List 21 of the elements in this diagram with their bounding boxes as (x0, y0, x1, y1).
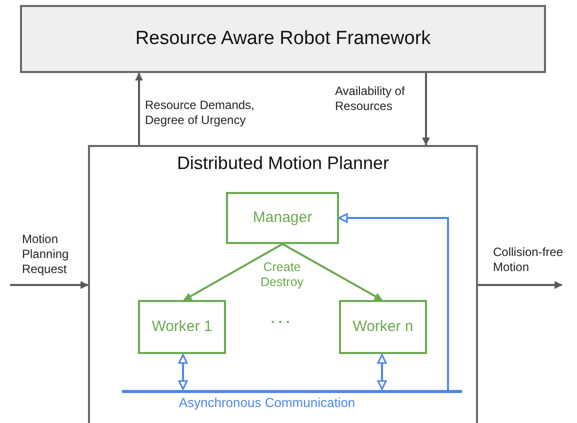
arrow (338, 213, 449, 390)
bus-label: Asynchronous Communication (178, 395, 356, 410)
arrow (377, 354, 387, 390)
arrow (184, 243, 283, 301)
container-heading: Distributed Motion Planner (176, 153, 390, 174)
box-label: Worker 1 (150, 318, 214, 335)
planner-container (88, 145, 478, 423)
ellipsis-label: ... (270, 310, 293, 325)
arrow (422, 73, 430, 146)
box-label: Manager (252, 209, 314, 226)
arrow (282, 243, 382, 301)
box-label: Resource Aware Robot Framework (134, 28, 432, 50)
manager-box (226, 192, 339, 244)
worker-box (138, 300, 226, 354)
box-label: Worker n (352, 318, 414, 335)
arrow (478, 281, 562, 289)
arrow (135, 72, 143, 145)
arrow (178, 354, 188, 390)
arrow (10, 281, 88, 289)
worker-box (339, 300, 427, 354)
system-box (20, 5, 546, 73)
